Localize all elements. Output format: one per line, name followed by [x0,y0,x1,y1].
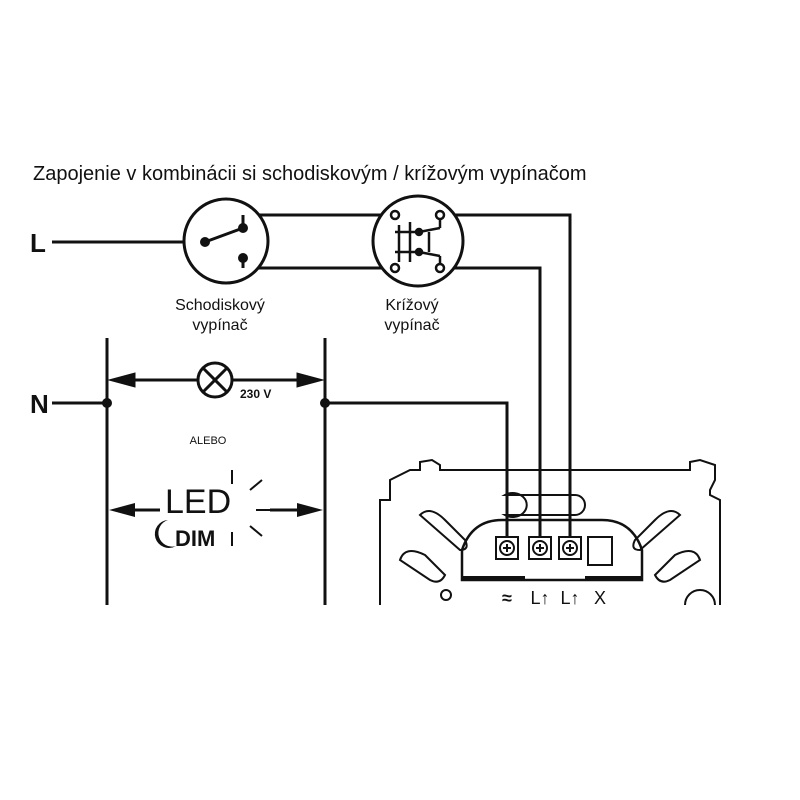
wires [52,213,572,605]
terminal-x [587,536,613,566]
alternative-label: ALEBO [190,435,227,447]
led-text: LED [165,483,231,521]
neutral-label: N [30,389,49,419]
dimmer-device [379,458,721,606]
cross-switch-label-1: Krížový [385,297,438,314]
load-wire [325,401,509,545]
moon-icon [154,520,176,548]
terminal-block [495,536,613,566]
voltage-label: 230 V [240,387,271,401]
terminal-label-2: L↑ [530,588,549,608]
staircase-switch-symbol [182,197,270,285]
terminal-label-4: X [594,588,606,608]
dim-text: DIM [175,526,215,551]
cross-switch-symbol [371,194,465,288]
junction-dots [102,398,330,408]
terminal-label-3: L↑ [560,588,579,608]
phase-label: L [30,228,46,258]
cross-switch-label-2: vypínač [384,317,439,334]
diagram-title: Zapojenie v kombinácii si schodiskovým /… [33,163,587,185]
staircase-switch-label-2: vypínač [192,317,247,334]
terminal-labels: ≈ L↑ L↑ X [502,588,606,608]
light-rays-icon [231,470,270,546]
led-dim-load: LED DIM [109,470,323,551]
staircase-switch-label-1: Schodiskový [175,297,265,314]
lamp-load [107,361,325,399]
terminal-label-1: ≈ [502,588,512,608]
